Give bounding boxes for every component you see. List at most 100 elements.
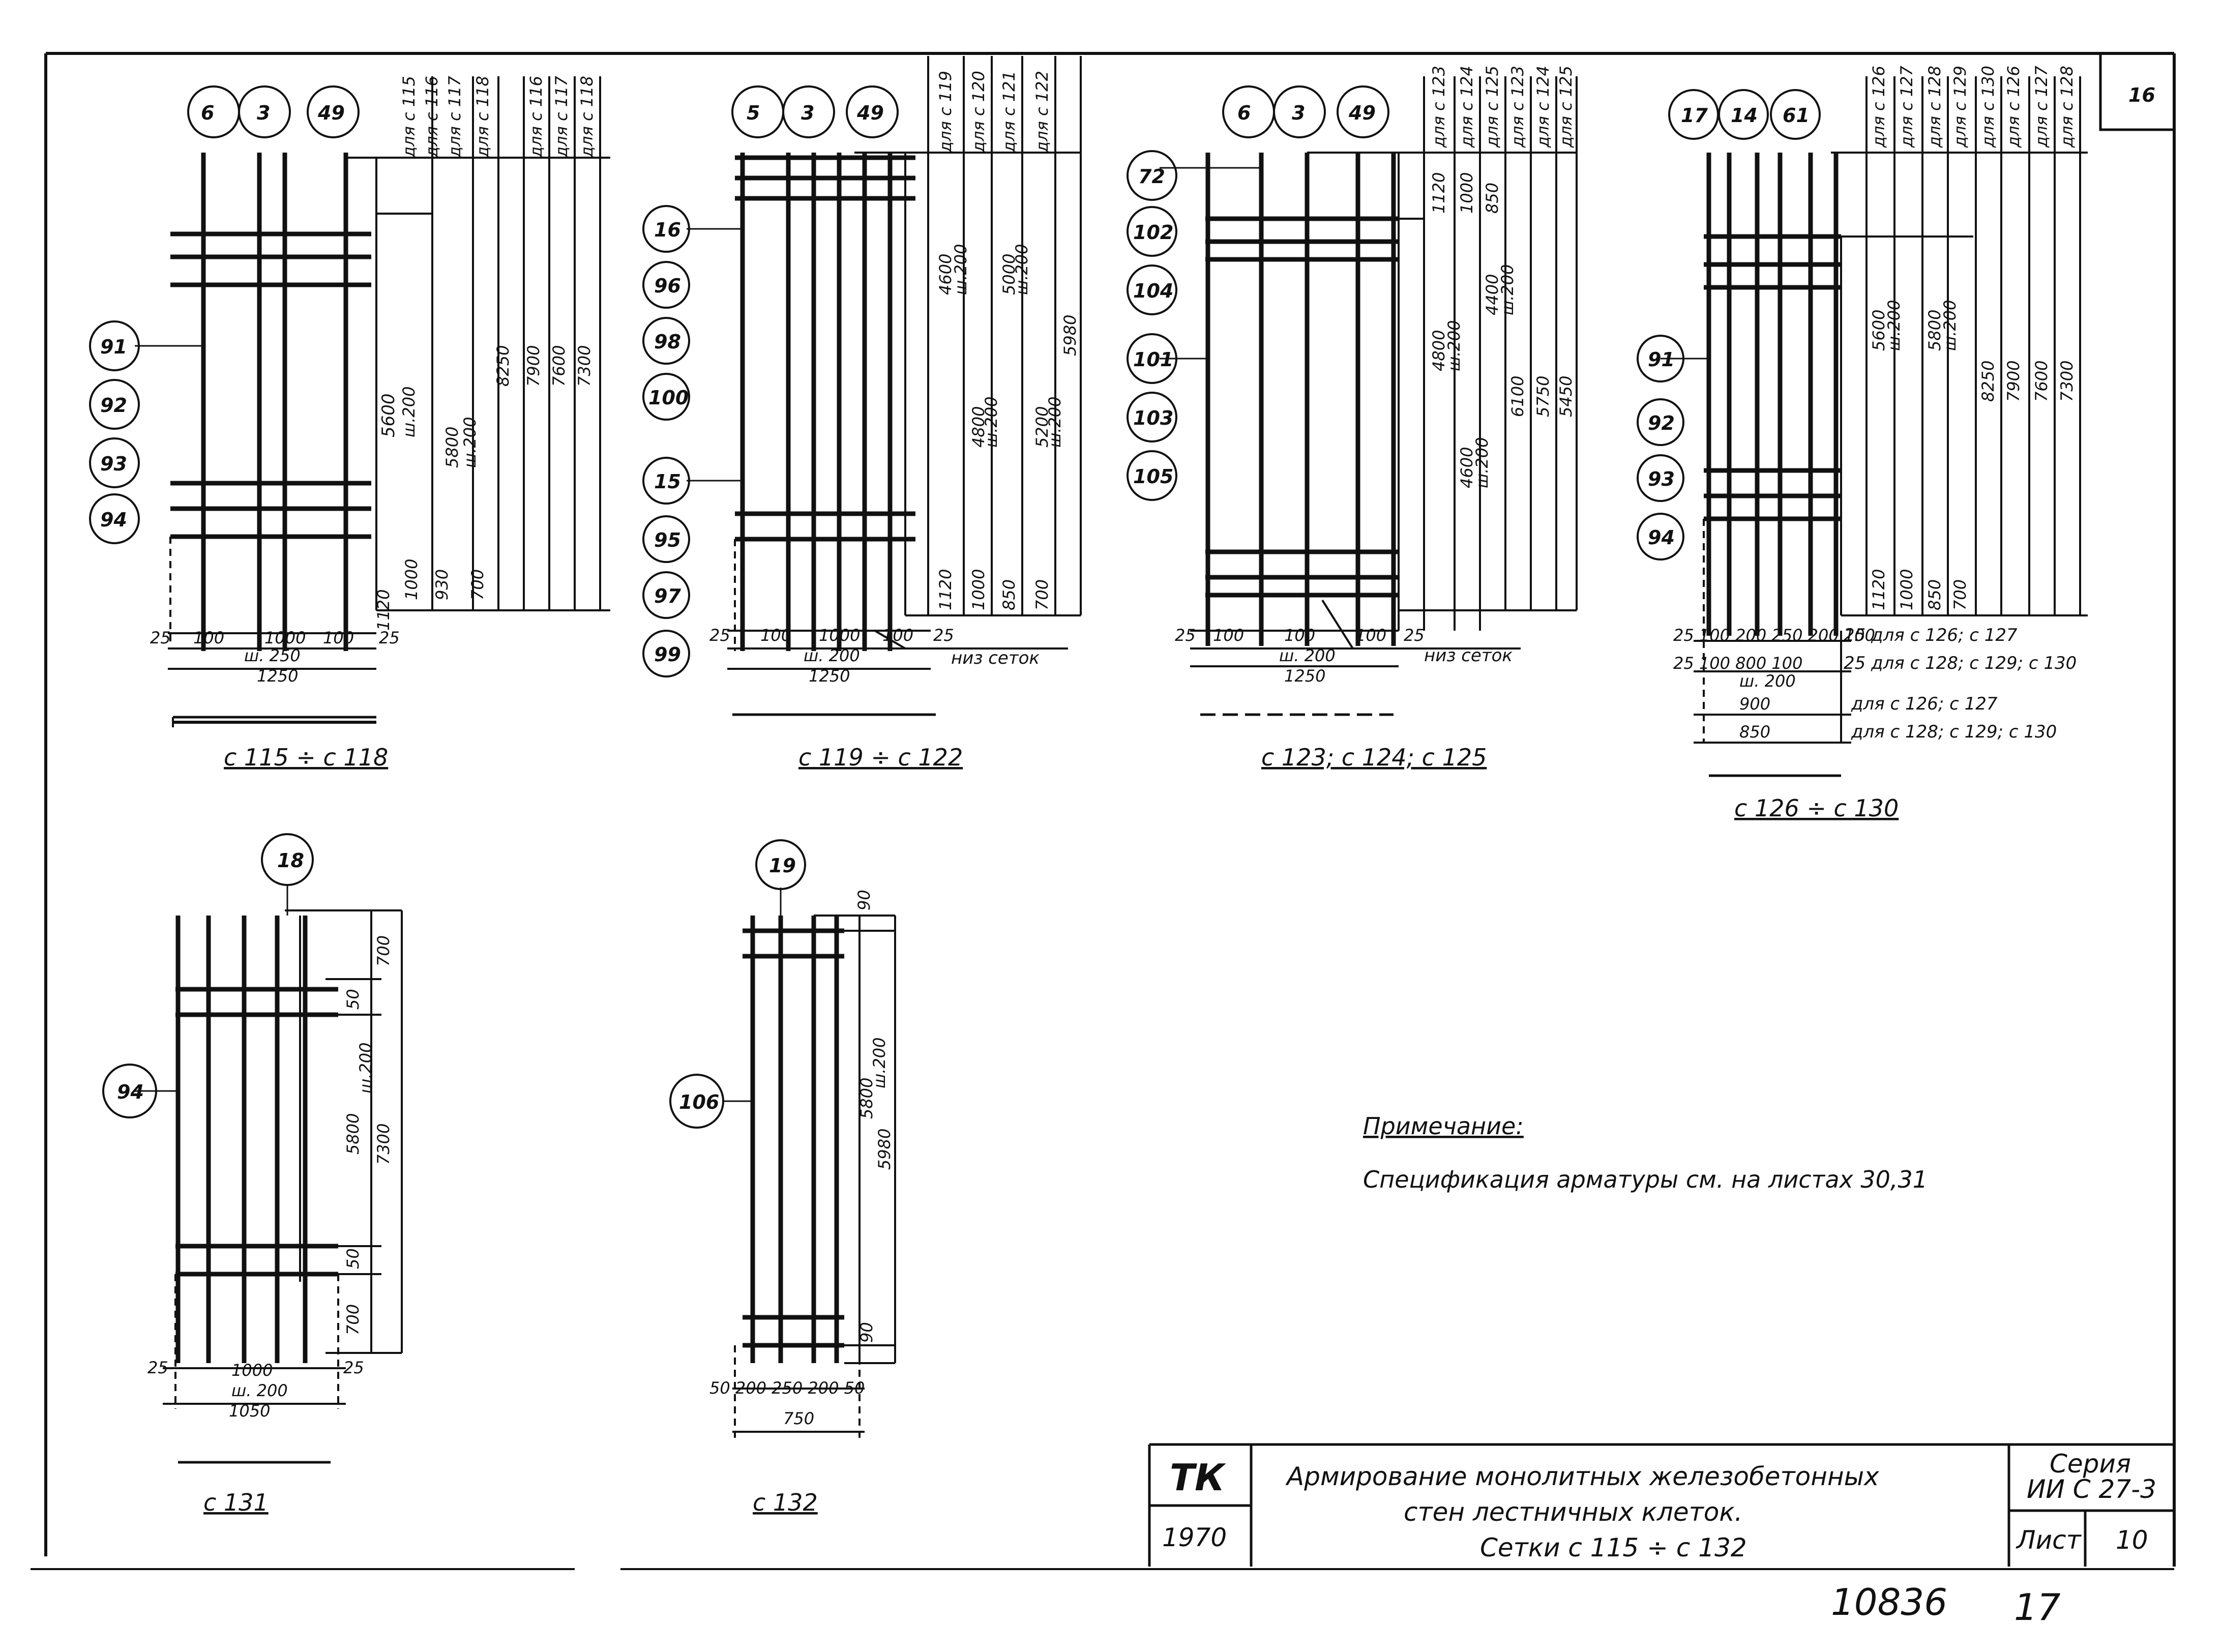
mark-105: 105: [1133, 465, 1173, 488]
col-label: для с 117: [445, 76, 464, 158]
dim-value: 5800: [857, 1078, 876, 1119]
dim-value: 5750: [1533, 376, 1553, 417]
corner-number: 16: [2128, 84, 2155, 106]
mesh-block-c119-c122: [642, 56, 1082, 716]
org-code: ТК: [1170, 1456, 1226, 1499]
mark-94: 94: [100, 509, 127, 531]
dim-pitch: ш.200: [1498, 264, 1517, 315]
col-label: для с 118: [577, 76, 597, 158]
dim-pitch: ш. 200: [1739, 671, 1796, 691]
dim-value: 5980: [1060, 315, 1080, 356]
mark-94: 94: [1648, 526, 1675, 549]
dim-total: 1250: [257, 666, 298, 686]
mesh-caption: с 119 ÷ с 122: [798, 744, 963, 771]
mark-61: 61: [1783, 104, 1810, 127]
col-label: для с 128: [2057, 66, 2077, 148]
dim-value: 1120: [1429, 172, 1448, 214]
mark-3: 3: [257, 102, 270, 124]
dim-bottom: 100: [193, 628, 224, 647]
dim-value: 5800: [1925, 310, 1944, 351]
dim-bottom: 25: [150, 628, 171, 647]
mark-18: 18: [277, 849, 304, 872]
mark-49: 49: [317, 102, 345, 124]
dim-pitch: ш.200: [1045, 396, 1064, 448]
series-value: ИИ С 27-3: [2027, 1474, 2156, 1504]
archive-number: 10836: [1831, 1581, 1947, 1624]
mark-96: 96: [654, 275, 681, 297]
mark-102: 102: [1133, 221, 1173, 244]
mark-92: 92: [1648, 412, 1675, 434]
dim-note: низ сеток: [1424, 645, 1513, 666]
dim-value: 4800: [1429, 330, 1448, 371]
mesh-variant-row: 25 для с 128; с 129; с 130: [1844, 653, 2077, 673]
dim-value: 4800: [969, 406, 988, 448]
col-label: для с 119: [936, 71, 955, 153]
dim-bottom: 25: [343, 1358, 364, 1377]
mark-91: 91: [1648, 348, 1675, 371]
note-text: Спецификация арматуры см. на листах 30,3…: [1363, 1166, 1928, 1193]
dim-value: 5200: [1032, 406, 1052, 448]
mesh-block-c131: [102, 833, 403, 1464]
col-label: для с 124: [1457, 66, 1476, 148]
mark-19: 19: [769, 854, 796, 877]
dim-value: 7300: [374, 1124, 393, 1165]
mesh-block-c123-c125-labels: 6 3 49 72 102 104 101 103 105 для с 123 …: [1133, 66, 1576, 771]
dim-value: 90: [857, 1322, 876, 1343]
dim-value: 5000: [999, 254, 1019, 295]
mark-3: 3: [801, 102, 814, 124]
mesh-block-c132-labels: 19 106 90 5800 ш.200 5980 90 50 200 250 …: [679, 854, 894, 1516]
dim-value: 5800: [442, 427, 462, 468]
dim-value: 1000: [402, 559, 421, 600]
dim-bottom: 25: [1404, 626, 1425, 645]
mark-15: 15: [654, 470, 681, 493]
dim-value: 1000: [1897, 569, 1916, 610]
dim-value: 850: [999, 579, 1019, 610]
archive-stamp: 10836 17: [1831, 1581, 2061, 1629]
mark-97: 97: [654, 585, 681, 607]
dim-pitch: ш.200: [356, 1042, 375, 1094]
dim-bottom: 100: [1213, 626, 1244, 645]
col-label: для с 116: [422, 76, 441, 158]
dim-value: 930: [432, 569, 452, 600]
dim-bottom: 100: [760, 626, 791, 645]
title-line-1: Армирование монолитных железобетонных: [1285, 1462, 1879, 1491]
dim-value: 7900: [524, 345, 543, 387]
dim-pitch: ш. 200: [804, 646, 860, 665]
col-label: для с 124: [1533, 66, 1553, 148]
dim-total: 1050: [229, 1401, 270, 1421]
dim-bottom: 25: [1175, 626, 1196, 645]
dim-bottom: 25: [933, 626, 954, 645]
col-label: для с 130: [1978, 66, 1998, 148]
dim-bottom: 100: [323, 628, 354, 647]
note-title: Примечание:: [1363, 1112, 1524, 1140]
dim-value: 8250: [493, 345, 513, 387]
dim-value: 5600: [378, 393, 399, 437]
page-number: 17: [2014, 1586, 2061, 1629]
dim-value: 700: [374, 935, 393, 966]
col-label: для с 118: [473, 76, 492, 158]
dim-value: 1120: [374, 589, 393, 631]
dim-pitch: ш.200: [1472, 437, 1492, 488]
col-label: для с 127: [1897, 66, 1916, 148]
dim-value: 4400: [1483, 274, 1502, 315]
dim-bottom: 25: [147, 1358, 168, 1377]
col-label: для с 125: [1483, 66, 1502, 148]
dim-pitch: ш.200: [870, 1037, 889, 1088]
dim-value: 7300: [575, 345, 594, 387]
col-label: для с 126: [2004, 66, 2023, 148]
col-label: для с 116: [526, 76, 546, 158]
mark-91: 91: [100, 336, 127, 358]
dim-value: 7600: [2032, 361, 2051, 402]
mark-103: 103: [1133, 407, 1173, 429]
dim-bottom: 25: [379, 628, 400, 647]
dim-value: 50: [343, 1248, 363, 1269]
dim-bottom: 1000: [231, 1361, 273, 1380]
col-label: для с 125: [1556, 66, 1576, 148]
dim-value: 1000: [1457, 172, 1476, 214]
title-line-2: стен лестничных клеток.: [1404, 1497, 1742, 1527]
mesh-caption: с 131: [203, 1489, 269, 1516]
mesh-block-c119-c122-labels: 5 3 49 16 96 98 100 15 95 97 99 для с 11…: [648, 71, 1080, 771]
dim-value: 7300: [2057, 361, 2077, 402]
dim-value: 7600: [549, 345, 569, 387]
dim-pitch: ш.200: [1940, 300, 1960, 351]
